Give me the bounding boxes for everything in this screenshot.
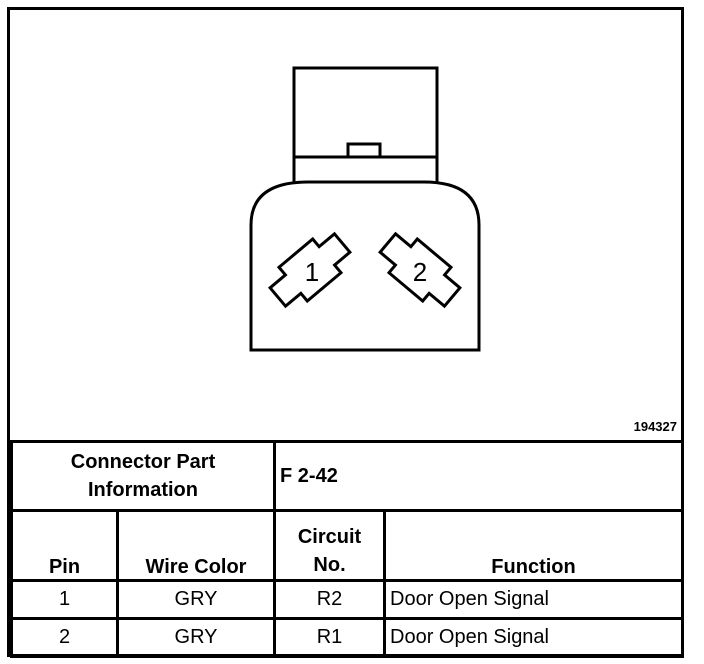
table-row: 1 GRY R2 Door Open Signal: [10, 579, 685, 620]
header-function: Function: [383, 509, 685, 582]
row-2-circuit: R1: [273, 617, 387, 658]
connector-body: [249, 180, 481, 352]
row-2-wire-color: GRY: [115, 617, 277, 658]
row-1-function: Door Open Signal: [383, 579, 685, 620]
part-info-row: Connector Part Information F 2-42: [9, 440, 685, 512]
table-row: 2 GRY R1 Door Open Signal: [10, 617, 685, 658]
terminal-1-cavity: [267, 231, 353, 309]
part-info-value: F 2-42: [273, 440, 685, 512]
header-row: Pin Wire Color Circuit No. Function: [10, 509, 685, 582]
header-circuit: Circuit No.: [273, 509, 387, 582]
connector-figure: 1 2 194327 Connector Part Information F …: [7, 7, 685, 658]
row-1-circuit: R2: [273, 579, 387, 620]
header-pin: Pin: [10, 509, 119, 582]
part-info-label: Connector Part Information: [9, 440, 277, 512]
row-1-wire-color: GRY: [115, 579, 277, 620]
connector-drawing: 1 2: [249, 66, 481, 352]
header-wire-color: Wire Color: [115, 509, 277, 582]
connector-lock-housing: [292, 66, 439, 190]
lock-tab: [346, 142, 382, 159]
connector-pinout-table: Connector Part Information F 2-42 Pin Wi…: [9, 440, 685, 658]
row-2-pin: 2: [10, 617, 119, 658]
terminal-2-cavity: [377, 231, 463, 309]
row-1-pin: 1: [10, 579, 119, 620]
figure-number: 194327: [633, 419, 677, 434]
row-2-function: Door Open Signal: [383, 617, 685, 658]
terminal-2-label: 2: [413, 257, 427, 287]
terminal-1-label: 1: [305, 257, 319, 287]
connector-diagram: 1 2 194327: [10, 10, 681, 438]
